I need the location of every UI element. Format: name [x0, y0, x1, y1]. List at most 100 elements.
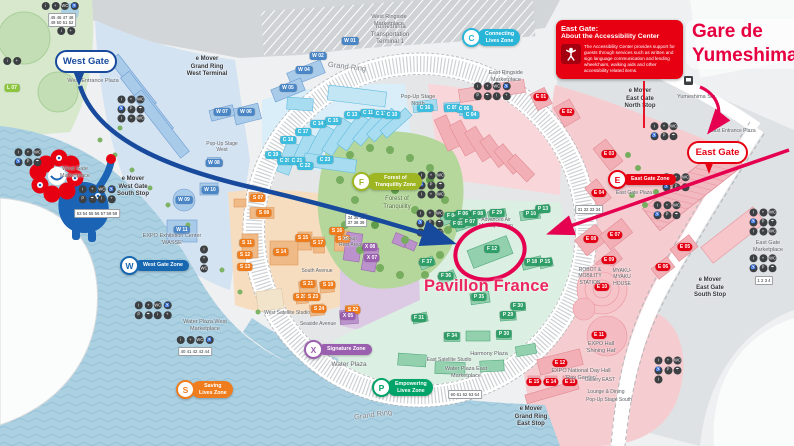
pavilion-chip-W09: W 09 — [175, 196, 193, 204]
facility-icon: i — [41, 2, 50, 10]
pavilion-chip-C06: C 06 — [456, 105, 472, 113]
facility-icon: ☂ — [33, 157, 42, 166]
map-label: Gallery EAST — [584, 377, 616, 383]
facility-icon: + — [144, 301, 153, 310]
facility-icon: WC — [60, 2, 69, 10]
facility-icon: + — [502, 91, 511, 100]
facility-icon: WC — [768, 254, 777, 263]
map-label: Pop-Up Stage South — [586, 397, 632, 403]
facility-icon: + — [759, 208, 767, 217]
pavilion-chip-F07: F 07 — [462, 218, 478, 226]
facility-icon: ☂ — [672, 210, 681, 219]
facility-icon: i — [97, 194, 106, 203]
pavilion-chip-S13: S 13 — [237, 263, 253, 271]
map-label: MYAKU- MYAKU HOUSE — [612, 268, 632, 287]
facility-icon: i — [749, 227, 758, 236]
facility-icon: i — [654, 356, 663, 365]
facility-icon-cluster: i+WC — [200, 245, 208, 273]
facility-icon: P — [134, 310, 143, 319]
pavilion-chip-P10: P 10 — [523, 210, 539, 218]
facility-icon-cluster: i+WC♿P☂i — [654, 356, 682, 384]
pavilion-chip-C10: C 10 — [384, 111, 400, 119]
zone-letter-badge: F — [352, 172, 371, 191]
pavilion-chip-S08: S 08 — [256, 209, 272, 217]
pavilion-chip-S12: S 12 — [237, 251, 253, 259]
facility-icon: + — [759, 254, 767, 263]
zone-label: Connecting Lives Zone — [477, 28, 521, 47]
pavilion-chip-C21: C 21 — [289, 157, 305, 165]
pavilion-chip-E13: E 13 — [562, 378, 578, 386]
pavilion-chip-P30: P 30 — [496, 330, 512, 338]
facility-icon-cluster: i+WC♿P☂ — [14, 148, 42, 166]
facility-icon: i — [117, 114, 126, 123]
facility-icon-cluster: i+WC♿P☂ — [749, 254, 777, 272]
facility-icon: P — [427, 181, 435, 189]
facility-icon: + — [672, 173, 680, 182]
facility-icon: i — [78, 185, 87, 194]
facility-icon: + — [427, 171, 435, 180]
pavilion-chip-S17: S 17 — [310, 239, 326, 247]
map-label: West Ringside Marketplace — [371, 14, 407, 27]
pavilion-chip-E11: E 11 — [591, 331, 607, 339]
accessibility-person-icon — [561, 43, 581, 64]
facility-icon: ♿ — [749, 263, 758, 272]
map-label: East Ringside Marketplace — [489, 70, 523, 83]
pavilion-chip-F34: F 34 — [444, 332, 460, 340]
facility-icon: ♿ — [70, 2, 79, 10]
facility-icon: ☂ — [483, 91, 492, 100]
pavilion-chip-E09: E 09 — [601, 256, 617, 264]
facility-icon: + — [163, 310, 172, 319]
facility-number-strip: 45 46 47 48 49 50 51 52 — [48, 13, 76, 28]
facility-icon: i — [14, 148, 23, 157]
map-label: e Mover West Gate South Stop — [117, 176, 149, 197]
pavilion-chip-F04: F 04 — [444, 212, 460, 220]
facility-icon: i — [653, 201, 662, 210]
pavilion-chip-E15: E 15 — [526, 378, 542, 386]
pavilion-chip-F06: F 06 — [455, 210, 471, 218]
map-label: EXPO National Day Hall ‘Ray Garden’ — [551, 368, 611, 381]
pavilion-chip-P18: P 18 — [524, 258, 540, 266]
pavilion-chip-W11: W 11 — [173, 226, 191, 234]
facility-icon: P — [24, 157, 32, 166]
pavilion-chip-S07: S 07 — [250, 194, 266, 202]
facility-icon: WC — [673, 356, 682, 365]
pavilion-chip-F05: F 05 — [450, 220, 466, 228]
facility-icon: ♿ — [654, 366, 663, 374]
pavilion-chip-C13: C 13 — [344, 111, 360, 119]
facility-icon: + — [12, 57, 21, 65]
pavilion-chip-E02: E 02 — [559, 108, 575, 116]
facility-icon: ♿ — [107, 185, 116, 194]
zone-letter-badge: S — [176, 380, 195, 399]
map-label: West Gate Marketplace — [60, 166, 90, 179]
facility-icon: WC — [97, 185, 106, 194]
facility-icon: i — [473, 82, 482, 91]
map-label: ROBOT & MOBILITY STATION — [578, 267, 602, 286]
pavilion-chip-P35: P 35 — [471, 293, 487, 301]
facility-icon: WC — [33, 148, 42, 157]
facility-icon: ☂ — [673, 366, 682, 374]
pavilion-chip-L07: L 07 — [4, 84, 20, 92]
pavilion-chip-E10: E 10 — [594, 283, 610, 291]
pavillon-france-circle — [453, 222, 527, 282]
facility-icon-cluster: i+WC♿P☂i+WC — [749, 208, 777, 236]
zone-label: Empowering Lives Zone — [387, 378, 433, 397]
facility-icon: i — [153, 310, 162, 319]
facility-icon: WC — [681, 173, 690, 182]
facility-icon-cluster: i+WC♿P☂i+ — [78, 185, 116, 203]
map-label: Yumeshima Transportation Terminal 1 — [370, 24, 410, 45]
pavilion-chip-F12: F 12 — [484, 245, 500, 253]
facility-icon: + — [426, 209, 434, 218]
pavilion-chip-X05: X 05 — [340, 312, 356, 320]
zone-letter-badge: X — [304, 340, 323, 359]
facility-icon-cluster: i+WC♿ — [176, 336, 214, 344]
facility-icon: WC — [435, 209, 444, 218]
zone-label: East Gate Zone — [623, 173, 676, 186]
pavilion-chip-F36: F 36 — [438, 272, 454, 280]
pavilion-chip-C15: C 15 — [325, 117, 341, 125]
facility-icon: i — [117, 95, 126, 104]
